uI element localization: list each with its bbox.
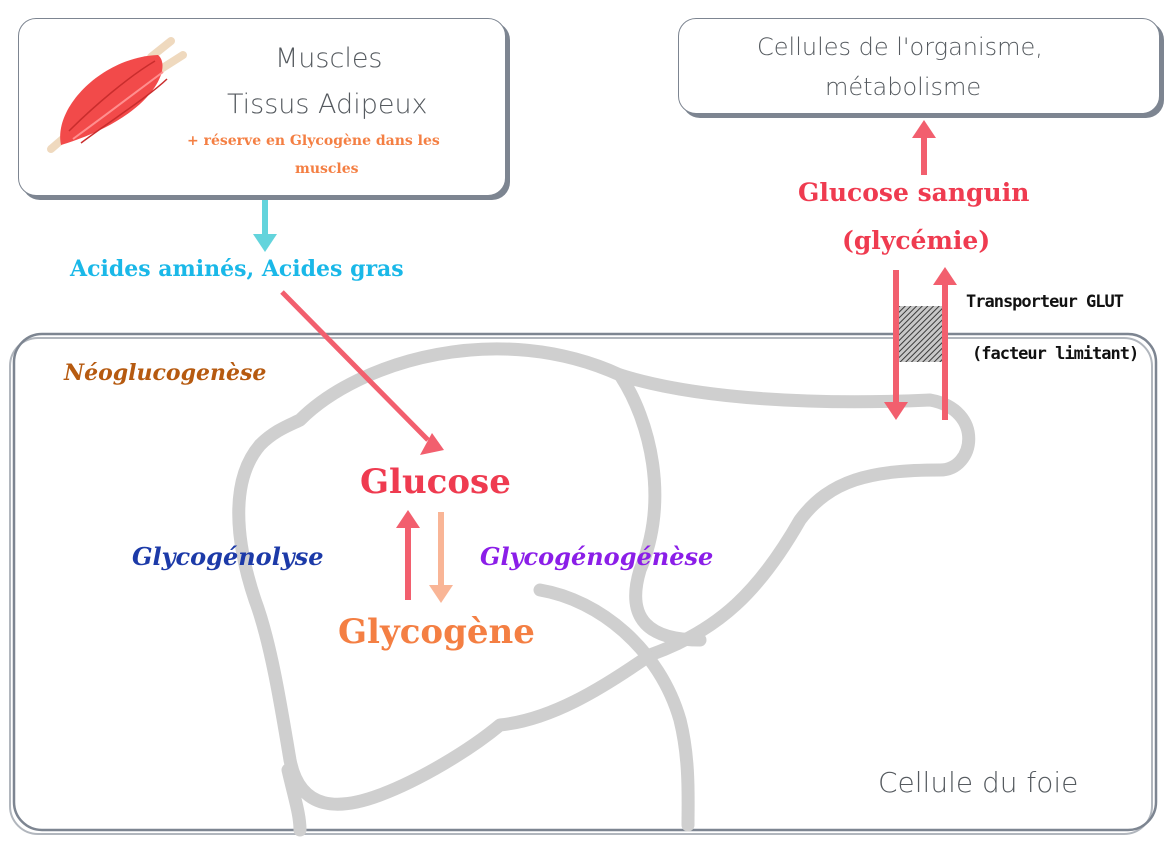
glut-transporter-label: Transporteur GLUT [966, 292, 1124, 312]
glycogenogenese-arrow [429, 512, 453, 603]
glycogenogenese-label: Glycogénogénèse [480, 542, 714, 571]
metabolism-label: métabolisme [825, 73, 982, 101]
liver-to-blood-arrow [933, 267, 957, 420]
tissus-label: Tissus Adipeux [227, 89, 428, 120]
glycogenolyse-label: Glycogénolyse [132, 542, 324, 571]
neoglucogenese-label: Néoglucogenèse [64, 360, 267, 386]
glycogen-reserve-note: + réserve en Glycogène dans les [187, 133, 440, 149]
liver-icon [232, 342, 976, 837]
blood-glucose-label: Glucose sanguin [798, 178, 1030, 207]
limiting-factor-label: (facteur limitant) [972, 344, 1139, 364]
amino-fatty-acids-label: Acides aminés, Acides gras [70, 256, 404, 282]
organism-cells-label: Cellules de l'organisme, [757, 33, 1043, 61]
liver-cell-box [12, 332, 1158, 832]
glycogenolyse-arrow [396, 510, 420, 600]
muscle-icon [47, 37, 187, 153]
cyan-arrow [253, 198, 277, 252]
glycogene-label: Glycogène [338, 612, 535, 652]
muscles-box: Muscles Tissus Adipeux + réserve en Glyc… [18, 18, 506, 196]
glut-transporter-block [897, 306, 945, 362]
liver-cell-label: Cellule du foie [878, 766, 1079, 799]
organism-cells-box: Cellules de l'organisme, métabolisme [678, 18, 1160, 114]
glucose-label: Glucose [360, 462, 511, 502]
muscles-label: Muscles [275, 43, 383, 74]
blood-to-liver-arrow [884, 270, 908, 420]
glycogen-reserve-note-2: muscles [295, 161, 359, 177]
to-cells-arrow [912, 120, 936, 175]
neoglucogenese-arrow [280, 290, 444, 455]
glycemia-label: (glycémie) [842, 226, 991, 255]
